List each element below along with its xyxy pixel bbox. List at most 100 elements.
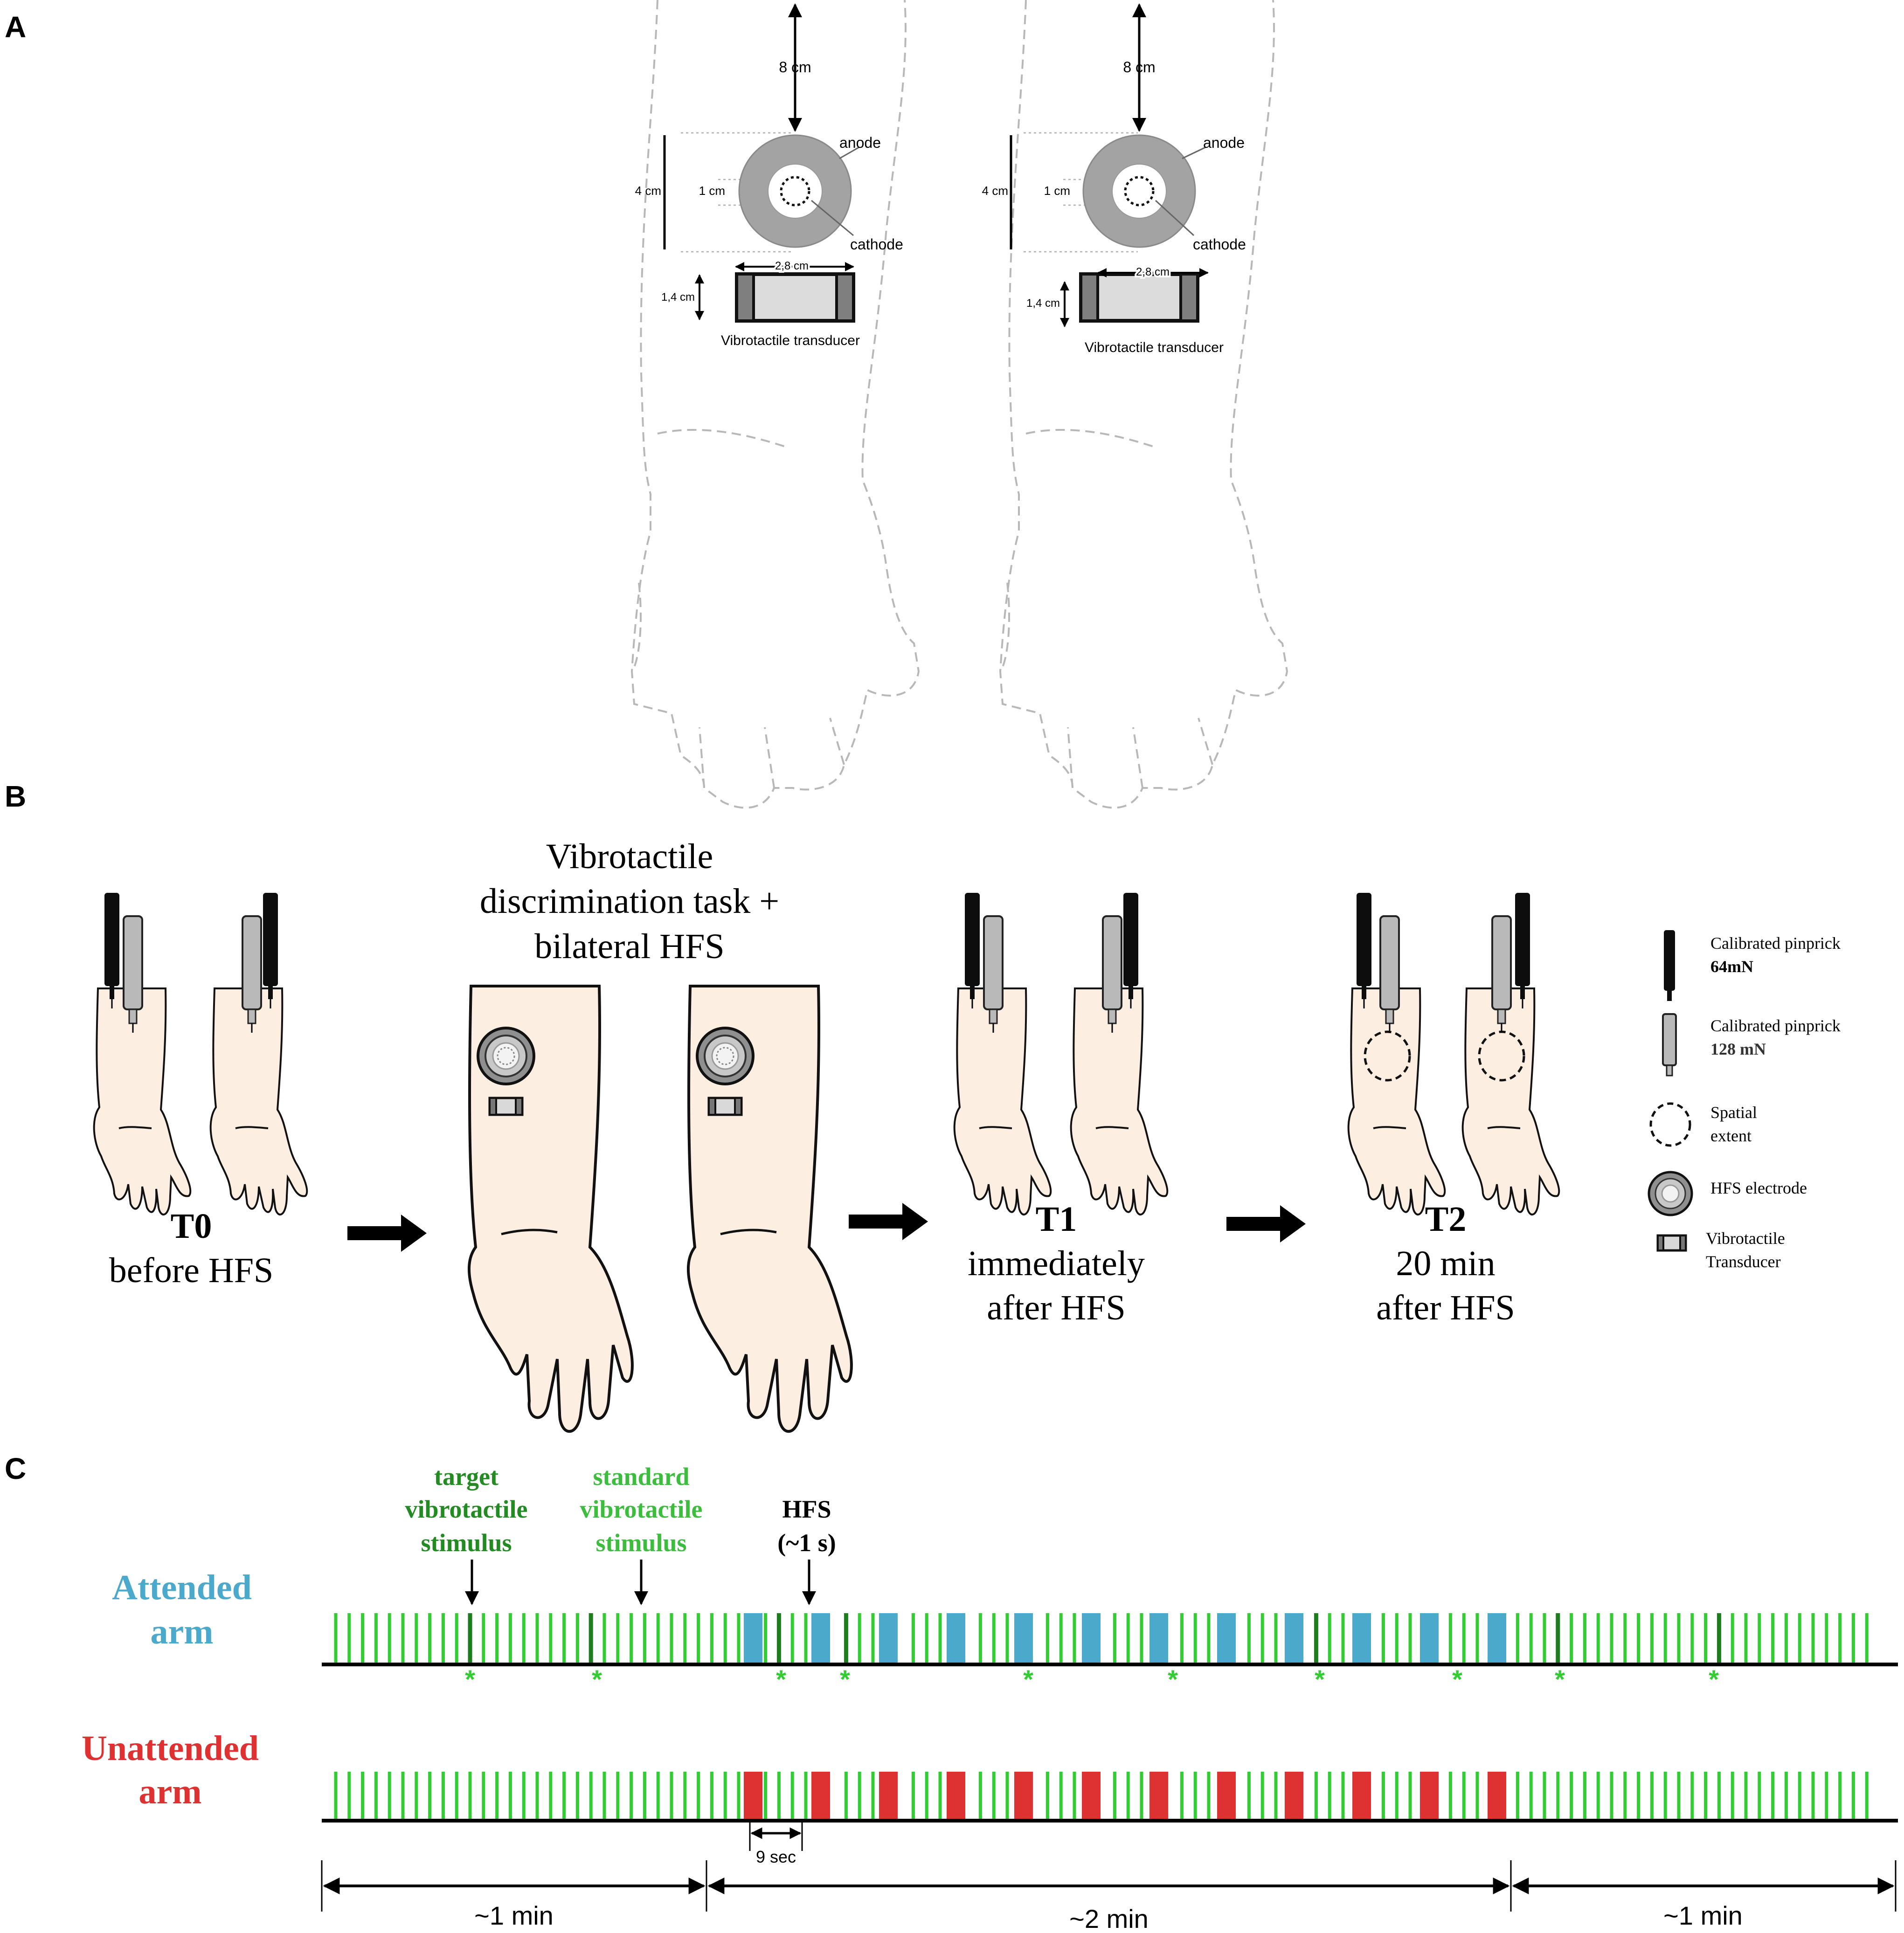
target-label-1: target xyxy=(434,1463,499,1491)
task-title-line-3: bilateral HFS xyxy=(534,927,724,966)
arm-outline-right xyxy=(999,0,1288,809)
legend-4-text: HFS electrode xyxy=(1710,1179,1807,1197)
transducer-label-left: Vibrotactile transducer xyxy=(721,333,860,348)
hfs-block xyxy=(744,1772,762,1819)
target-asterisk: * xyxy=(1555,1664,1565,1694)
arrow-3 xyxy=(1226,1205,1306,1243)
hfs-block xyxy=(1420,1772,1439,1819)
transducer-height-left: 1,4 cm xyxy=(661,291,695,304)
hfs-electrode-icon xyxy=(1648,1171,1693,1216)
hfs-block xyxy=(1488,1613,1506,1663)
legend-5-text: Vibrotactile xyxy=(1706,1229,1785,1248)
t0-arms xyxy=(93,892,308,1215)
hfs-block xyxy=(947,1613,965,1663)
inner-diam-left: 1 cm xyxy=(699,184,725,198)
hfs-block xyxy=(1488,1772,1506,1819)
unattended-timeline xyxy=(334,1772,1869,1819)
hfs-block xyxy=(1082,1772,1101,1819)
arrow-1 xyxy=(347,1215,427,1252)
hfs-block xyxy=(1149,1613,1168,1663)
attended-label-1: Attended xyxy=(112,1568,252,1607)
hfs-block xyxy=(1082,1613,1101,1663)
anode-label-right: anode xyxy=(1203,134,1245,151)
task-title-line-1: Vibrotactile xyxy=(546,837,713,876)
anode-label-left: anode xyxy=(839,134,881,151)
duration-1: ~1 min xyxy=(474,1901,554,1930)
hfs-block xyxy=(1352,1613,1371,1663)
target-asterisk: * xyxy=(1315,1664,1325,1694)
legend-3-text: Spatial xyxy=(1710,1103,1757,1122)
t1-line-2: after HFS xyxy=(987,1288,1126,1327)
hfs-block xyxy=(879,1613,898,1663)
target-asterisk: * xyxy=(776,1664,786,1694)
hfs-block xyxy=(1149,1772,1168,1819)
hfs-block xyxy=(1014,1772,1033,1819)
arrow-2 xyxy=(849,1203,928,1240)
attended-label-2: arm xyxy=(150,1612,213,1651)
hfs-block xyxy=(744,1613,762,1663)
hfs-label-1: HFS xyxy=(782,1495,831,1523)
interval-label: 9 sec xyxy=(756,1847,796,1866)
legend-1-text: Calibrated pinprick xyxy=(1710,934,1841,953)
dist-label-left: 8 cm xyxy=(779,59,811,76)
inner-diam-right: 1 cm xyxy=(1044,184,1070,198)
big-arm-right xyxy=(688,986,852,1431)
target-asterisk: * xyxy=(1709,1664,1719,1694)
legend-5-text2: Transducer xyxy=(1706,1252,1781,1271)
standard-label-2: vibrotactile xyxy=(580,1495,703,1523)
target-asterisk: * xyxy=(840,1664,850,1694)
duration-3: ~1 min xyxy=(1663,1901,1743,1930)
transducer-label-right: Vibrotactile transducer xyxy=(1085,340,1224,355)
t2-code: T2 xyxy=(1425,1200,1467,1239)
outer-diam-left: 4 cm xyxy=(635,184,661,198)
dist-label-right: 8 cm xyxy=(1123,59,1155,76)
target-asterisk: * xyxy=(1168,1664,1178,1694)
target-asterisk: * xyxy=(1452,1664,1462,1694)
legend-2-bold: 128 mN xyxy=(1710,1040,1766,1058)
standard-label-1: standard xyxy=(593,1463,689,1491)
hfs-label-2: (~1 s) xyxy=(777,1529,836,1557)
target-asterisk: * xyxy=(592,1664,602,1694)
target-asterisk: * xyxy=(465,1664,475,1694)
unattended-label-1: Unattended xyxy=(82,1729,259,1768)
hfs-block xyxy=(811,1613,830,1663)
t2-arms xyxy=(1347,892,1560,1215)
cathode-label-right: cathode xyxy=(1193,236,1246,253)
cathode-label-left: cathode xyxy=(850,236,903,253)
vibrotactile-transducer-icon xyxy=(1656,1234,1687,1252)
hfs-block xyxy=(1217,1613,1236,1663)
arm-outline-left xyxy=(631,0,920,809)
t1-code: T1 xyxy=(1036,1200,1077,1239)
target-asterisk: * xyxy=(1023,1664,1033,1694)
task-title-line-2: discrimination task + xyxy=(480,882,779,921)
transducer-width-left: 2,8 cm xyxy=(775,260,809,272)
t2-line-2: after HFS xyxy=(1376,1288,1515,1327)
outer-diam-right: 4 cm xyxy=(982,184,1008,198)
electrode-assembly-right: 8 cm 4 cm 1 cm anode cathode 2,8 cm 1,4 … xyxy=(982,3,1246,355)
target-label-3: stimulus xyxy=(421,1529,512,1557)
hfs-block xyxy=(879,1772,898,1819)
panel-label-c: C xyxy=(5,1452,26,1485)
legend-3-text2: extent xyxy=(1710,1126,1752,1145)
t2-line-1: 20 min xyxy=(1396,1244,1495,1283)
attended-timeline: * * * * * * * * * * xyxy=(334,1613,1869,1694)
hfs-block xyxy=(1420,1613,1439,1663)
hfs-block xyxy=(1217,1772,1236,1819)
hfs-block xyxy=(1014,1613,1033,1663)
big-arm-left xyxy=(469,986,632,1431)
pinprick-64-icon xyxy=(1664,930,1675,1001)
transducer-height-right: 1,4 cm xyxy=(1026,297,1060,310)
t1-arms xyxy=(953,892,1169,1215)
hfs-block xyxy=(1285,1772,1303,1819)
pinprick-128-icon xyxy=(1662,1013,1677,1077)
legend-2-text: Calibrated pinprick xyxy=(1710,1016,1841,1035)
hfs-block xyxy=(1352,1772,1371,1819)
electrode-assembly-left: 8 cm 4 cm 1 cm anode cathode 2,8 cm 1,4 … xyxy=(635,3,903,348)
hfs-block xyxy=(947,1772,965,1819)
hfs-block xyxy=(1285,1613,1303,1663)
unattended-label-2: arm xyxy=(138,1772,201,1811)
target-label-2: vibrotactile xyxy=(405,1495,528,1523)
duration-2: ~2 min xyxy=(1069,1904,1149,1933)
hfs-block xyxy=(811,1772,830,1819)
